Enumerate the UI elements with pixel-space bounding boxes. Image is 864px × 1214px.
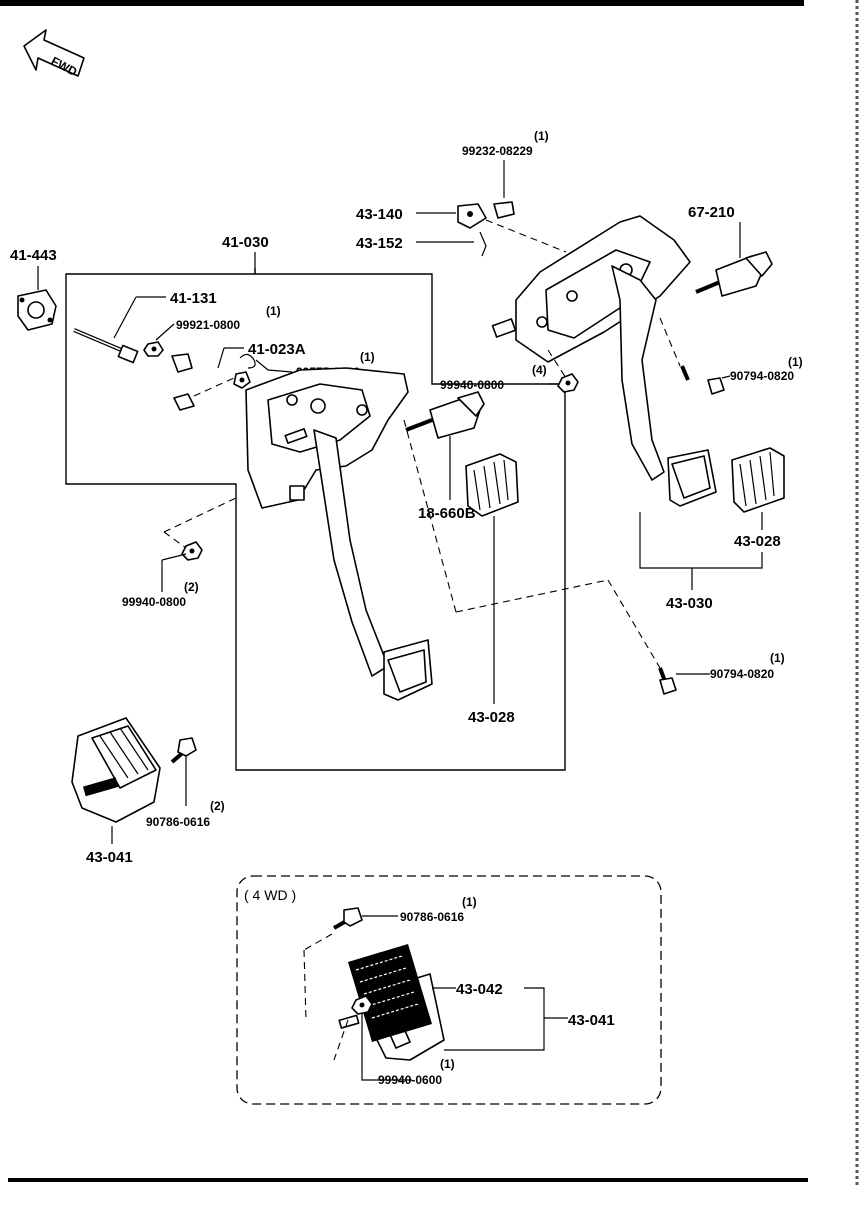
bolt-90786-0616-box <box>333 907 363 930</box>
pedal-pad-43-028-left <box>465 453 519 517</box>
group-bracket-43-030 <box>639 512 763 569</box>
label-43-140: 43-140 <box>356 206 403 223</box>
clip-99575-0600 <box>239 353 256 369</box>
partno-99921-0800: 99921-0800 <box>176 318 240 332</box>
variant-box-4wd <box>236 875 662 1105</box>
part-43-140 <box>457 203 487 229</box>
partno-99232-08229: 99232-08229 <box>462 144 533 158</box>
qty-90786-0616-left: (2) <box>210 799 225 813</box>
nut-99940-0600-box <box>351 995 373 1015</box>
clutch-pedal-bracket <box>245 367 433 701</box>
fwd-arrow-icon: FWD <box>23 29 85 79</box>
brake-pedal-bracket <box>491 215 717 507</box>
switch-67-210 <box>695 251 773 297</box>
partno-90794-0820-top: 90794-0820 <box>730 369 794 383</box>
label-43-030: 43-030 <box>666 595 713 612</box>
partno-90794-0820-mid: 90794-0820 <box>710 667 774 681</box>
bolt-99232-08229 <box>493 201 515 219</box>
partno-90786-0616-left: 90786-0616 <box>146 815 210 829</box>
nut-99940-0800-top <box>557 373 579 393</box>
label-sticker-43-042 <box>348 944 432 1042</box>
switch-18-660b <box>405 391 485 439</box>
label-43-028-left: 43-028 <box>468 709 515 726</box>
group-frame-41-030 <box>65 268 566 771</box>
label-43-152: 43-152 <box>356 235 403 252</box>
label-43-041-left: 43-041 <box>86 849 133 866</box>
bolt-90794-0820-mid <box>658 667 677 695</box>
variant-box-title: ( 4 WD ) <box>244 887 296 903</box>
top-border <box>0 0 804 6</box>
label-43-041-box: 43-041 <box>568 1012 615 1029</box>
label-67-210: 67-210 <box>688 204 735 221</box>
label-43-028-right: 43-028 <box>734 533 781 550</box>
label-41-030: 41-030 <box>222 234 269 251</box>
bolt-90794-0820-top <box>680 365 725 395</box>
qty-99232-08229: (1) <box>534 129 549 143</box>
qty-99575-0600: (1) <box>360 350 375 364</box>
label-43-042: 43-042 <box>456 981 503 998</box>
nut-99940-0800-left <box>181 541 203 561</box>
label-41-443: 41-443 <box>10 247 57 264</box>
bolt-90786-0616-left <box>170 737 197 764</box>
label-41-131: 41-131 <box>170 290 217 307</box>
nut-99921-0800 <box>143 341 164 357</box>
partno-99940-0800-left: 99940-0800 <box>122 595 186 609</box>
qty-99940-0800-top: (4) <box>532 363 547 377</box>
rod-41-131 <box>73 328 139 364</box>
partno-90786-0616-box: 90786-0616 <box>400 910 464 924</box>
qty-99921-0800: (1) <box>266 304 281 318</box>
label-41-023a: 41-023A <box>248 341 306 358</box>
label-18-660b: 18-660B <box>418 505 476 522</box>
qty-90786-0616-box: (1) <box>462 895 477 909</box>
qty-99940-0600-box: (1) <box>440 1057 455 1071</box>
bracket-43-041-left <box>71 717 161 823</box>
gasket-41-443 <box>17 289 57 331</box>
pedal-pad-43-028-right <box>731 447 785 513</box>
partno-99940-0600-box: 99940-0600 <box>378 1073 442 1087</box>
clip-43-152 <box>479 231 487 257</box>
partno-99940-0800-top: 99940-0800 <box>440 378 504 392</box>
qty-90794-0820-mid: (1) <box>770 651 785 665</box>
qty-99940-0800-left: (2) <box>184 580 199 594</box>
bottom-border <box>8 1178 808 1182</box>
bushing-41-023a <box>171 353 251 411</box>
qty-90794-0820-top: (1) <box>788 355 803 369</box>
